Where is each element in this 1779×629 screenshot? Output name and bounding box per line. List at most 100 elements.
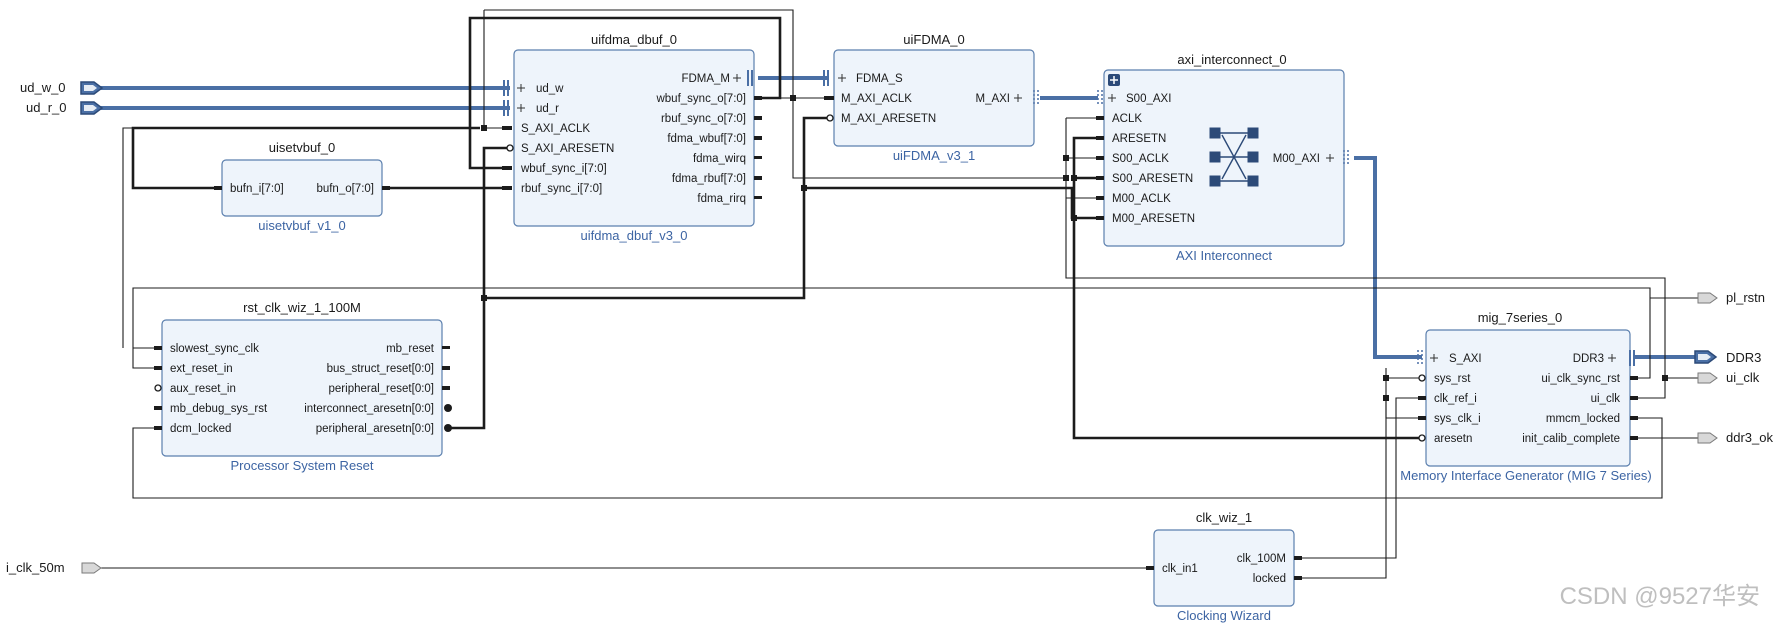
pin-rbuf-sync-o[interactable]: rbuf_sync_o[7:0] bbox=[661, 113, 746, 125]
pin-stub bbox=[1418, 396, 1426, 400]
wire-sys-clk[interactable] bbox=[1385, 398, 1422, 419]
expand-plus-icon[interactable] bbox=[1430, 354, 1438, 362]
pin-clk-in1[interactable]: clk_in1 bbox=[1162, 563, 1198, 575]
wire-sys-rst[interactable] bbox=[1296, 377, 1422, 579]
active-low-pin-icon bbox=[826, 114, 834, 122]
port-ddr3-ok[interactable]: ddr3_ok bbox=[1697, 430, 1773, 445]
pin-bufn-o[interactable]: bufn_o[7:0] bbox=[316, 183, 374, 195]
expand-plus-icon[interactable] bbox=[1608, 354, 1616, 362]
pin-s00-aresetn[interactable]: S00_ARESETN bbox=[1112, 173, 1193, 185]
pin-fdma-wirq[interactable]: fdma_wirq bbox=[693, 153, 746, 165]
wire-slowest-up[interactable] bbox=[122, 127, 133, 348]
wire-ext-reset[interactable] bbox=[132, 287, 1651, 379]
wire-junctions bbox=[481, 95, 1668, 401]
port-ud-r-0[interactable]: ud_r_0 bbox=[26, 100, 104, 115]
port-ddr3[interactable]: DDR3 bbox=[1694, 350, 1761, 365]
bus-m00-axi[interactable] bbox=[1354, 156, 1422, 359]
wire-aresetn-s00[interactable] bbox=[804, 186, 1104, 220]
pin-mmcm-locked[interactable]: mmcm_locked bbox=[1546, 413, 1620, 425]
pin-ui-clk[interactable]: ui_clk bbox=[1591, 393, 1621, 405]
port-pl-rstn[interactable]: pl_rstn bbox=[1697, 290, 1765, 305]
expand-plus-icon[interactable] bbox=[1014, 94, 1022, 102]
pin-wbuf-sync-i[interactable]: wbuf_sync_i[7:0] bbox=[520, 163, 607, 175]
expand-plus-icon[interactable] bbox=[1326, 154, 1334, 162]
pin-aclk[interactable]: ACLK bbox=[1112, 113, 1142, 125]
wire-clk-top[interactable] bbox=[484, 9, 1066, 179]
pin-init-calib-complete[interactable]: init_calib_complete bbox=[1522, 433, 1620, 445]
block-uisetvbuf-0[interactable]: uisetvbuf_0 uisetvbuf_v1_0 bufn_i[7:0] b… bbox=[214, 140, 390, 233]
pin-peripheral-aresetn[interactable]: peripheral_aresetn[0:0] bbox=[316, 423, 434, 435]
pin-s-axi-aresetn[interactable]: S_AXI_ARESETN bbox=[521, 143, 614, 155]
active-low-pin-icon bbox=[444, 404, 452, 412]
pin-interconnect-aresetn[interactable]: interconnect_aresetn[0:0] bbox=[304, 403, 434, 415]
pin-s00-axi[interactable]: S00_AXI bbox=[1126, 93, 1171, 105]
axi-pin-icon bbox=[1033, 90, 1039, 106]
pin-fdma-rbuf[interactable]: fdma_rbuf[7:0] bbox=[672, 173, 746, 185]
wire-aresetn-fdma[interactable] bbox=[484, 116, 828, 300]
block-ip-name: Clocking Wizard bbox=[1177, 608, 1271, 623]
pin-aux-reset-in[interactable]: aux_reset_in bbox=[170, 383, 236, 395]
block-axi-interconnect-0[interactable]: axi_interconnect_0 AXI Interconnect S00_… bbox=[1096, 52, 1349, 263]
expand-plus-icon[interactable] bbox=[517, 104, 525, 112]
pin-stub bbox=[754, 176, 762, 180]
pin-m00-aresetn[interactable]: M00_ARESETN bbox=[1112, 213, 1195, 225]
block-uifdma-0[interactable]: uiFDMA_0 uiFDMA_v3_1 FDMA_S M_AXI_ACLK M… bbox=[823, 32, 1039, 163]
expand-plus-icon[interactable] bbox=[1108, 94, 1116, 102]
pin-ud-w[interactable]: ud_w bbox=[536, 83, 564, 95]
pin-sys-rst[interactable]: sys_rst bbox=[1434, 373, 1471, 385]
pin-mb-debug-sys-rst[interactable]: mb_debug_sys_rst bbox=[170, 403, 268, 415]
pin-locked[interactable]: locked bbox=[1253, 573, 1286, 585]
pin-aresetn[interactable]: aresetn bbox=[1434, 433, 1472, 445]
block-rst-clk-wiz-1-100m[interactable]: rst_clk_wiz_1_100M Processor System Rese… bbox=[154, 300, 452, 473]
pin-ddr3[interactable]: DDR3 bbox=[1573, 353, 1604, 365]
expand-plus-icon[interactable] bbox=[838, 74, 846, 82]
pin-fdma-s[interactable]: FDMA_S bbox=[856, 73, 903, 85]
pin-wbuf-sync-o[interactable]: wbuf_sync_o[7:0] bbox=[655, 93, 746, 105]
wire-ui-clk-net[interactable] bbox=[1065, 118, 1666, 399]
pin-s-axi[interactable]: S_AXI bbox=[1449, 353, 1482, 365]
pin-peripheral-reset[interactable]: peripheral_reset[0:0] bbox=[329, 383, 434, 395]
bus-pin-icon bbox=[503, 80, 509, 96]
pin-slowest-sync-clk[interactable]: slowest_sync_clk bbox=[170, 343, 259, 355]
pin-fdma-rirq[interactable]: fdma_rirq bbox=[697, 193, 746, 205]
pin-clk-ref-i[interactable]: clk_ref_i bbox=[1434, 393, 1477, 405]
wire-bufn-i[interactable] bbox=[131, 126, 480, 190]
wire-clk-100m[interactable] bbox=[1296, 397, 1422, 559]
pin-s00-aclk[interactable]: S00_ACLK bbox=[1112, 153, 1169, 165]
pin-bufn-i[interactable]: bufn_i[7:0] bbox=[230, 183, 284, 195]
pin-m-axi-aresetn[interactable]: M_AXI_ARESETN bbox=[841, 113, 936, 125]
pin-markers bbox=[154, 346, 452, 432]
block-mig-7series-0[interactable]: mig_7series_0 Memory Interface Generator… bbox=[1400, 310, 1651, 483]
expand-plus-icon[interactable] bbox=[517, 84, 525, 92]
pin-stub bbox=[1096, 196, 1104, 200]
pin-fdma-wbuf[interactable]: fdma_wbuf[7:0] bbox=[667, 133, 746, 145]
active-low-pin-icon bbox=[1418, 434, 1426, 442]
pin-bus-struct-reset[interactable]: bus_struct_reset[0:0] bbox=[327, 363, 434, 375]
pin-m00-axi[interactable]: M00_AXI bbox=[1273, 153, 1320, 165]
wire-dcm-locked[interactable] bbox=[132, 417, 1663, 499]
axi-pin-icon bbox=[1343, 150, 1349, 166]
pin-m-axi-aclk[interactable]: M_AXI_ACLK bbox=[841, 93, 912, 105]
pin-ud-r[interactable]: ud_r bbox=[536, 103, 559, 115]
pin-fdma-m[interactable]: FDMA_M bbox=[681, 73, 730, 85]
pin-ext-reset-in[interactable]: ext_reset_in bbox=[170, 363, 233, 375]
block-uifdma-dbuf-0[interactable]: uifdma_dbuf_0 uifdma_dbuf_v3_0 ud_w ud_r… bbox=[502, 32, 762, 243]
pin-stub bbox=[1146, 566, 1154, 570]
pin-m00-aclk[interactable]: M00_ACLK bbox=[1112, 193, 1171, 205]
pin-sys-clk-i[interactable]: sys_clk_i bbox=[1434, 413, 1481, 425]
pin-dcm-locked[interactable]: dcm_locked bbox=[170, 423, 231, 435]
pin-clk-100m[interactable]: clk_100M bbox=[1237, 553, 1286, 565]
port-ui-clk[interactable]: ui_clk bbox=[1697, 370, 1760, 385]
pin-s-axi-aclk[interactable]: S_AXI_ACLK bbox=[521, 123, 590, 135]
block-clk-wiz-1[interactable]: clk_wiz_1 Clocking Wizard clk_in1 clk_10… bbox=[1146, 510, 1302, 623]
pin-ui-clk-sync-rst[interactable]: ui_clk_sync_rst bbox=[1541, 373, 1620, 385]
bus-pin-icon bbox=[503, 100, 509, 116]
pin-aresetn[interactable]: ARESETN bbox=[1112, 133, 1166, 145]
port-i-clk-50m[interactable]: i_clk_50m bbox=[6, 560, 102, 575]
port-ud-w-0[interactable]: ud_w_0 bbox=[20, 80, 104, 95]
expand-plus-icon[interactable] bbox=[733, 74, 741, 82]
expand-hierarchy-icon[interactable] bbox=[1108, 74, 1120, 86]
pin-mb-reset[interactable]: mb_reset bbox=[386, 343, 435, 355]
pin-m-axi[interactable]: M_AXI bbox=[975, 93, 1010, 105]
pin-rbuf-sync-i[interactable]: rbuf_sync_i[7:0] bbox=[521, 183, 602, 195]
